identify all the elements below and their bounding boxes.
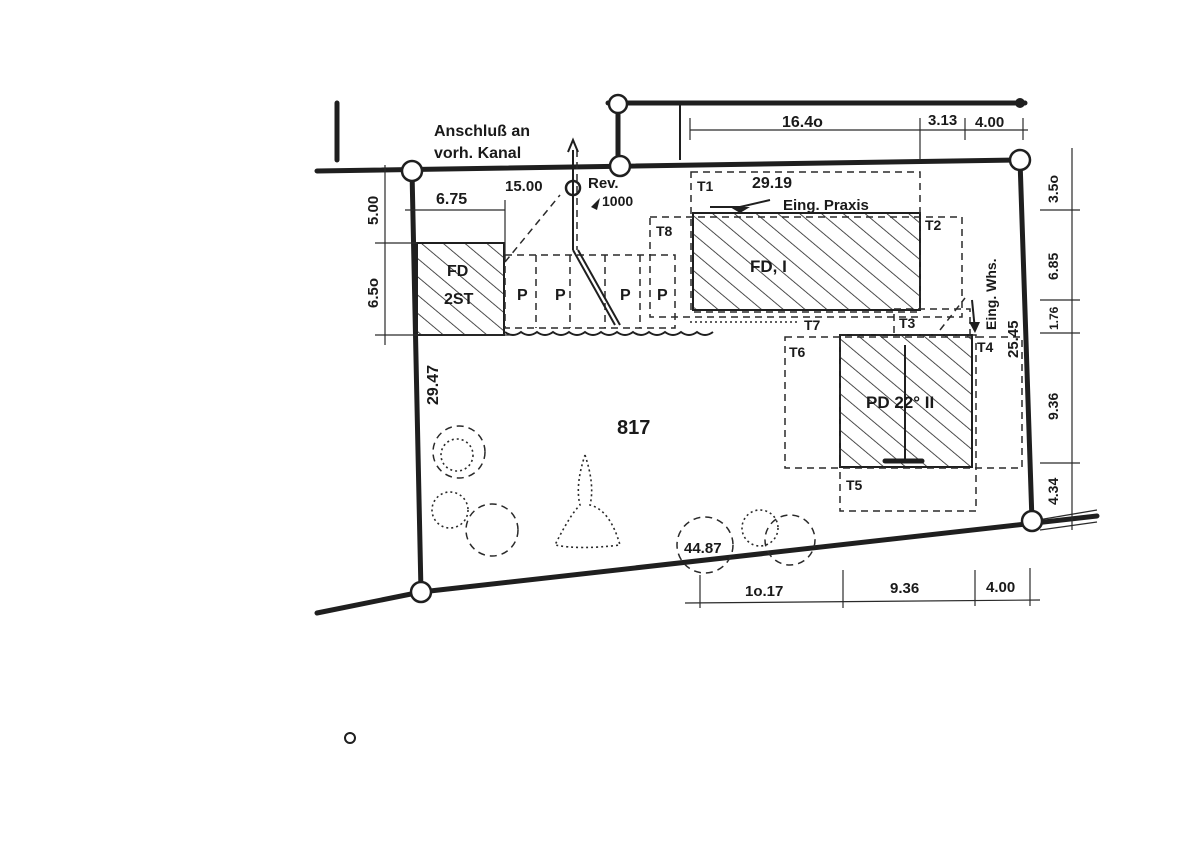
dimension-label: 4.34 <box>1045 478 1061 505</box>
dimension-label: 4.00 <box>975 114 1004 131</box>
parking-label: P <box>657 287 668 304</box>
text-labels: Anschluß an vorh. Kanal Rev. 1000 Eing. … <box>365 112 1061 600</box>
node-circle <box>400 159 424 183</box>
tree-icon <box>764 514 816 566</box>
arrow-icon <box>591 198 600 210</box>
building-a <box>692 212 921 311</box>
connection-label: vorh. Kanal <box>434 145 521 162</box>
dimension-label: 1o.17 <box>745 583 783 600</box>
dimension-label: 4.00 <box>986 579 1015 596</box>
shrub-icon <box>440 438 474 472</box>
sewer-line <box>567 137 621 326</box>
dimension-label: 29.47 <box>425 365 442 405</box>
shrub-icon <box>431 491 469 529</box>
parking-label: P <box>517 287 528 304</box>
entrance-praxis-label: Eing. Praxis <box>783 197 869 214</box>
dimension-label: 44.87 <box>684 540 722 557</box>
node-circle <box>1008 148 1032 172</box>
shrub-icon <box>553 454 622 549</box>
entrance-markers <box>710 199 980 464</box>
parking-label: P <box>620 287 631 304</box>
rev-value: 1000 <box>602 193 633 209</box>
property-boundary <box>314 100 1100 616</box>
stray-marks <box>344 98 1025 744</box>
point-label: T4 <box>977 339 994 355</box>
shrub-icon <box>741 509 779 547</box>
dimension-label: 6.75 <box>436 191 467 208</box>
point-label: T2 <box>925 217 942 233</box>
dimension-label: 6.5o <box>365 278 382 308</box>
node-circle <box>607 93 629 115</box>
garage-building <box>416 242 505 336</box>
dimension-label: 3.5o <box>1045 175 1061 203</box>
point-label: T7 <box>804 317 821 333</box>
tree-icon <box>465 503 519 557</box>
lot-number: 817 <box>617 417 650 439</box>
building-b-label: PD 22° II <box>866 393 934 412</box>
node-circle <box>409 580 433 604</box>
entrance-whs-label: Eing. Whs. <box>983 258 999 330</box>
building-a-label: FD, I <box>750 257 787 276</box>
point-label: T6 <box>789 344 806 360</box>
connection-label: Anschluß an <box>434 123 530 140</box>
dimension-label: 3.13 <box>928 112 957 129</box>
node-circle <box>608 154 632 178</box>
dimension-lines <box>375 118 1080 608</box>
node-circle <box>1020 509 1044 533</box>
garage-label: FD <box>447 263 468 280</box>
garage-label: 2ST <box>444 291 474 308</box>
point-label: T8 <box>656 223 673 239</box>
dimension-label: 1.76 <box>1047 306 1061 330</box>
dimension-label: 9.36 <box>890 580 919 597</box>
dimension-label: 16.4o <box>782 114 823 131</box>
point-label: T5 <box>846 477 863 493</box>
parking-label: P <box>555 287 566 304</box>
point-label: T3 <box>899 315 916 331</box>
dimension-label: 29.19 <box>752 175 792 192</box>
dimension-label: 25.45 <box>1005 320 1022 358</box>
rev-label: Rev. <box>588 175 619 192</box>
trees <box>431 425 816 574</box>
tree-icon <box>432 425 486 479</box>
tree-icon <box>676 516 734 574</box>
point-label: T1 <box>697 178 714 194</box>
dashed-outlines <box>504 150 1023 512</box>
dimension-label: 15.00 <box>505 178 543 195</box>
dimension-label: 6.85 <box>1045 253 1061 280</box>
hedge <box>504 321 800 336</box>
dimension-label: 5.00 <box>365 196 382 225</box>
buildings <box>416 212 973 468</box>
dimension-label: 9.36 <box>1045 393 1061 420</box>
